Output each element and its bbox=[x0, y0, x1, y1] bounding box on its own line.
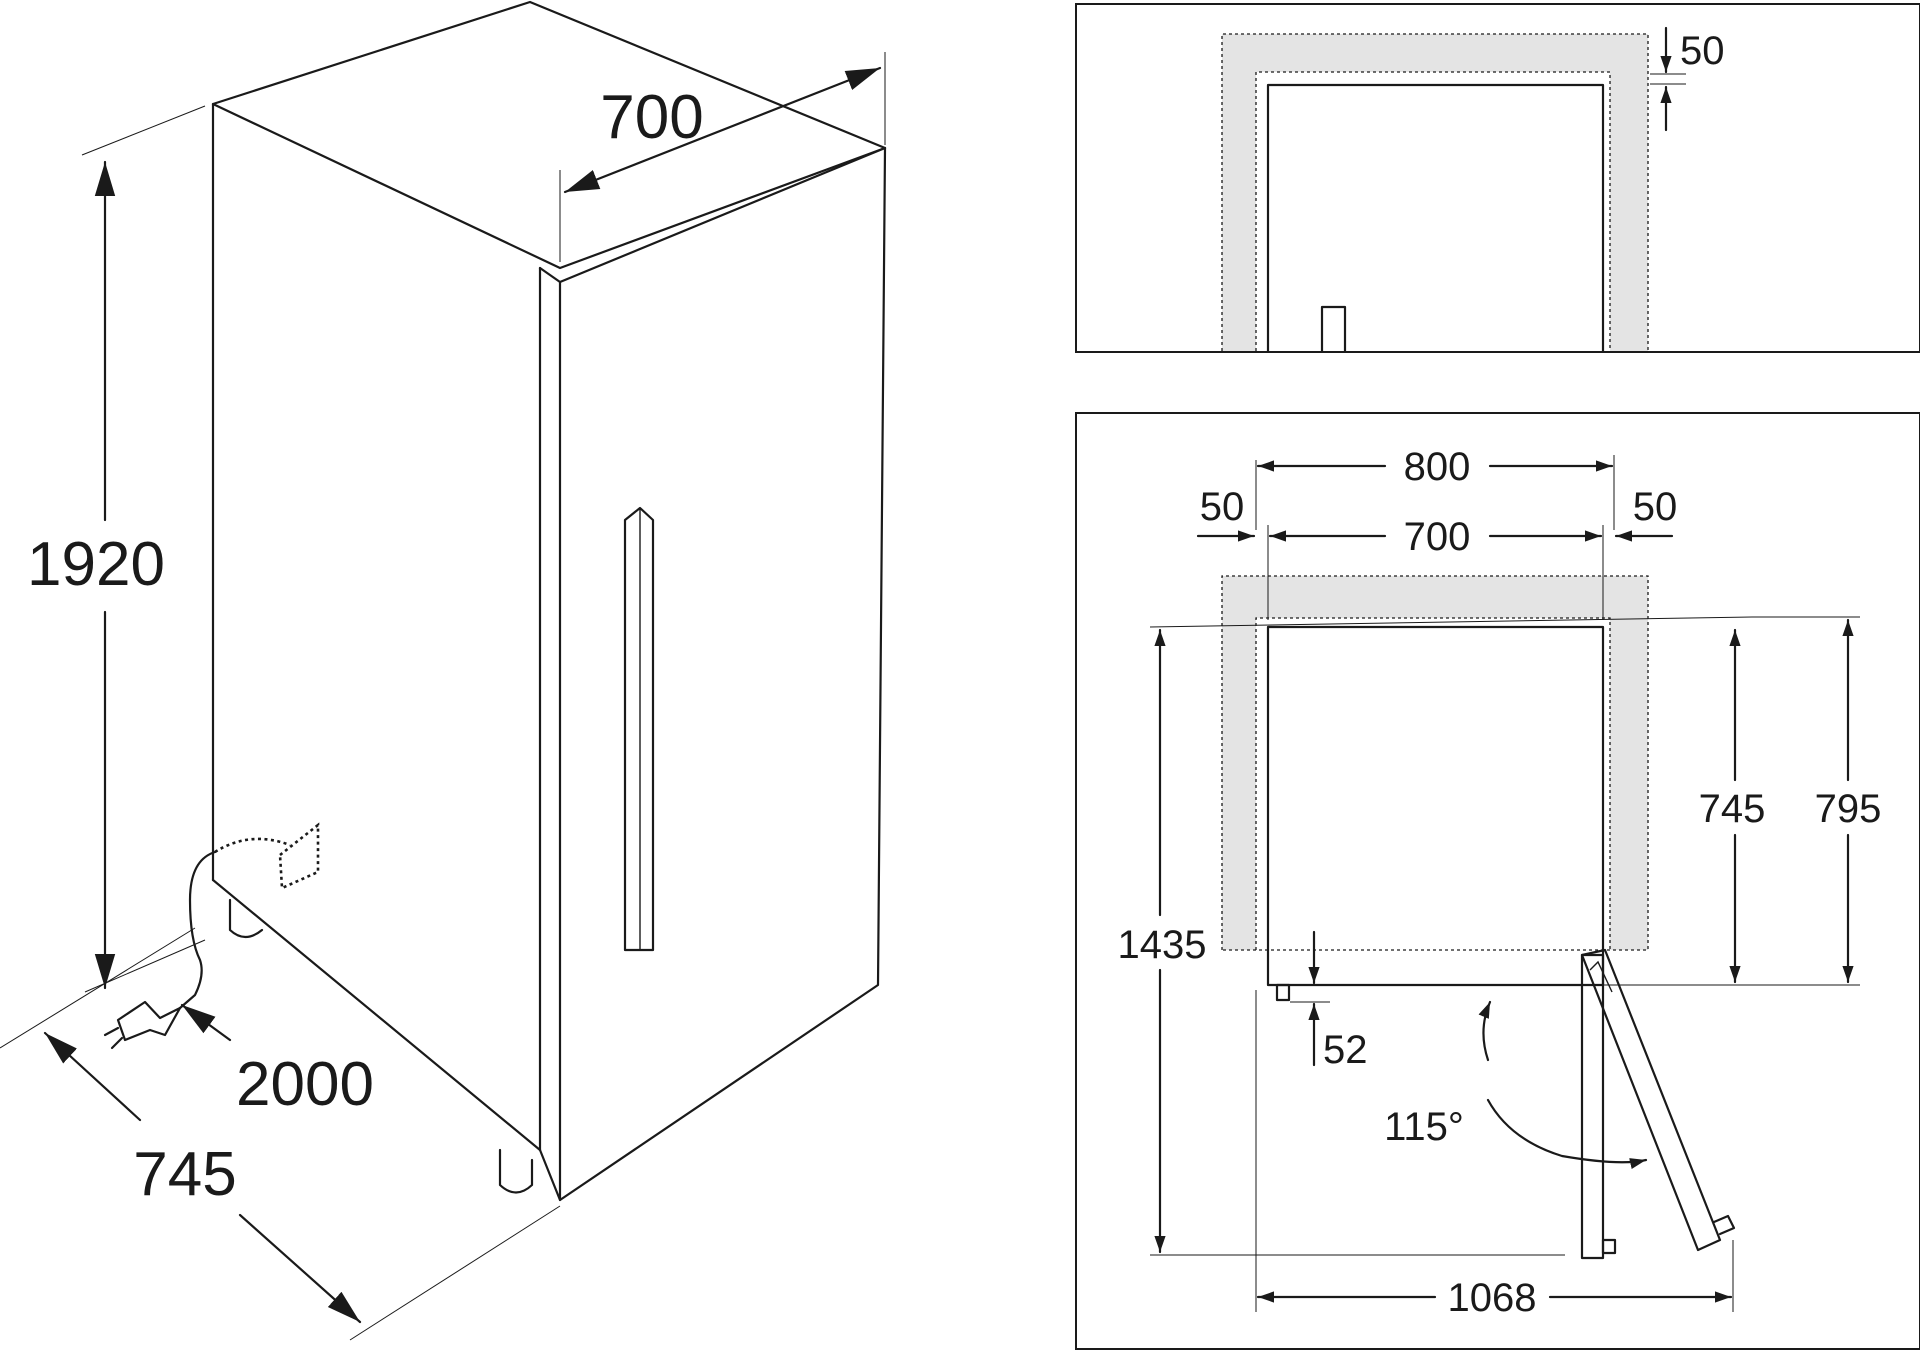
plan-view-panel: 800 700 50 50 745 795 1435 52 115° bbox=[1075, 412, 1920, 1350]
depth-ext-back bbox=[0, 927, 196, 1049]
height-label: 1920 bbox=[27, 530, 165, 599]
plan-depth-label: 745 bbox=[1699, 787, 1766, 831]
top-panel-frame bbox=[1075, 3, 1920, 353]
power-plug bbox=[116, 1000, 182, 1042]
height-ext-top bbox=[81, 105, 206, 156]
plan-side-clearance-left-label: 50 bbox=[1200, 485, 1245, 529]
cable-dotted-section bbox=[214, 837, 291, 854]
depth-label: 745 bbox=[133, 1140, 236, 1209]
plan-side-clearance-right-label: 50 bbox=[1633, 485, 1678, 529]
top-clearance-zone bbox=[1222, 34, 1648, 351]
front-foot bbox=[498, 1148, 534, 1194]
plan-cabinet-foot bbox=[1275, 983, 1291, 1002]
top-clearance-inner-dashed bbox=[1255, 71, 1611, 351]
depth-ext-front bbox=[349, 1205, 561, 1341]
door-bottom-edge bbox=[538, 1148, 562, 1202]
door-handle bbox=[623, 506, 655, 952]
power-socket-outline bbox=[278, 822, 320, 890]
cable-length-label: 2000 bbox=[236, 1050, 374, 1119]
top-clearance-outer-dashed bbox=[1221, 33, 1649, 351]
plan-door-open bbox=[1580, 948, 1722, 1252]
isometric-view: 1920 700 745 2000 bbox=[0, 0, 887, 1341]
plan-door-angle-arc bbox=[1486, 1098, 1648, 1170]
top-cabinet-foot bbox=[1320, 305, 1347, 353]
door-front-face bbox=[558, 146, 887, 1202]
plan-foot-offset-label: 52 bbox=[1323, 1028, 1368, 1072]
plan-niche-width-label: 800 bbox=[1404, 445, 1471, 489]
top-cabinet-outline bbox=[1266, 83, 1605, 353]
depth-dim-line-a bbox=[43, 1031, 142, 1122]
width-dim-line bbox=[563, 66, 882, 194]
power-cable bbox=[178, 850, 217, 1010]
plan-door-foot-a bbox=[1601, 1238, 1617, 1255]
top-clearance-label: 50 bbox=[1680, 29, 1725, 73]
plan-door-frame bbox=[1580, 953, 1605, 1260]
cable-length-leader bbox=[180, 1003, 232, 1042]
plan-door-angle-arc-top bbox=[1478, 1000, 1492, 1062]
plan-door-angle-label: 115° bbox=[1384, 1105, 1464, 1149]
plan-cabinet-outline bbox=[1266, 625, 1605, 987]
top-clearance-panel: 50 bbox=[1075, 3, 1920, 353]
plan-clearance-inner-dashed bbox=[1255, 617, 1611, 950]
depth-dim-line-b bbox=[238, 1213, 362, 1324]
plan-door-handle bbox=[1589, 960, 1613, 993]
plan-clearance-outer-dashed bbox=[1221, 575, 1649, 951]
plug-pin bbox=[103, 1026, 124, 1050]
plan-width-open-label: 1068 bbox=[1448, 1276, 1537, 1320]
plan-panel-frame bbox=[1075, 412, 1920, 1350]
plan-depth-open-label: 1435 bbox=[1118, 923, 1207, 967]
plan-depth-clearance-label: 795 bbox=[1815, 787, 1882, 831]
rear-foot bbox=[228, 898, 264, 939]
cabinet-top-face bbox=[211, 0, 887, 270]
cabinet-bottom-edge bbox=[211, 878, 542, 1152]
plan-width-label: 700 bbox=[1404, 515, 1471, 559]
plan-clearance-zone bbox=[1222, 576, 1648, 950]
plan-ext-top-wall bbox=[1149, 616, 1753, 628]
width-label: 700 bbox=[600, 83, 703, 152]
plan-door-foot-b bbox=[1712, 1214, 1736, 1236]
